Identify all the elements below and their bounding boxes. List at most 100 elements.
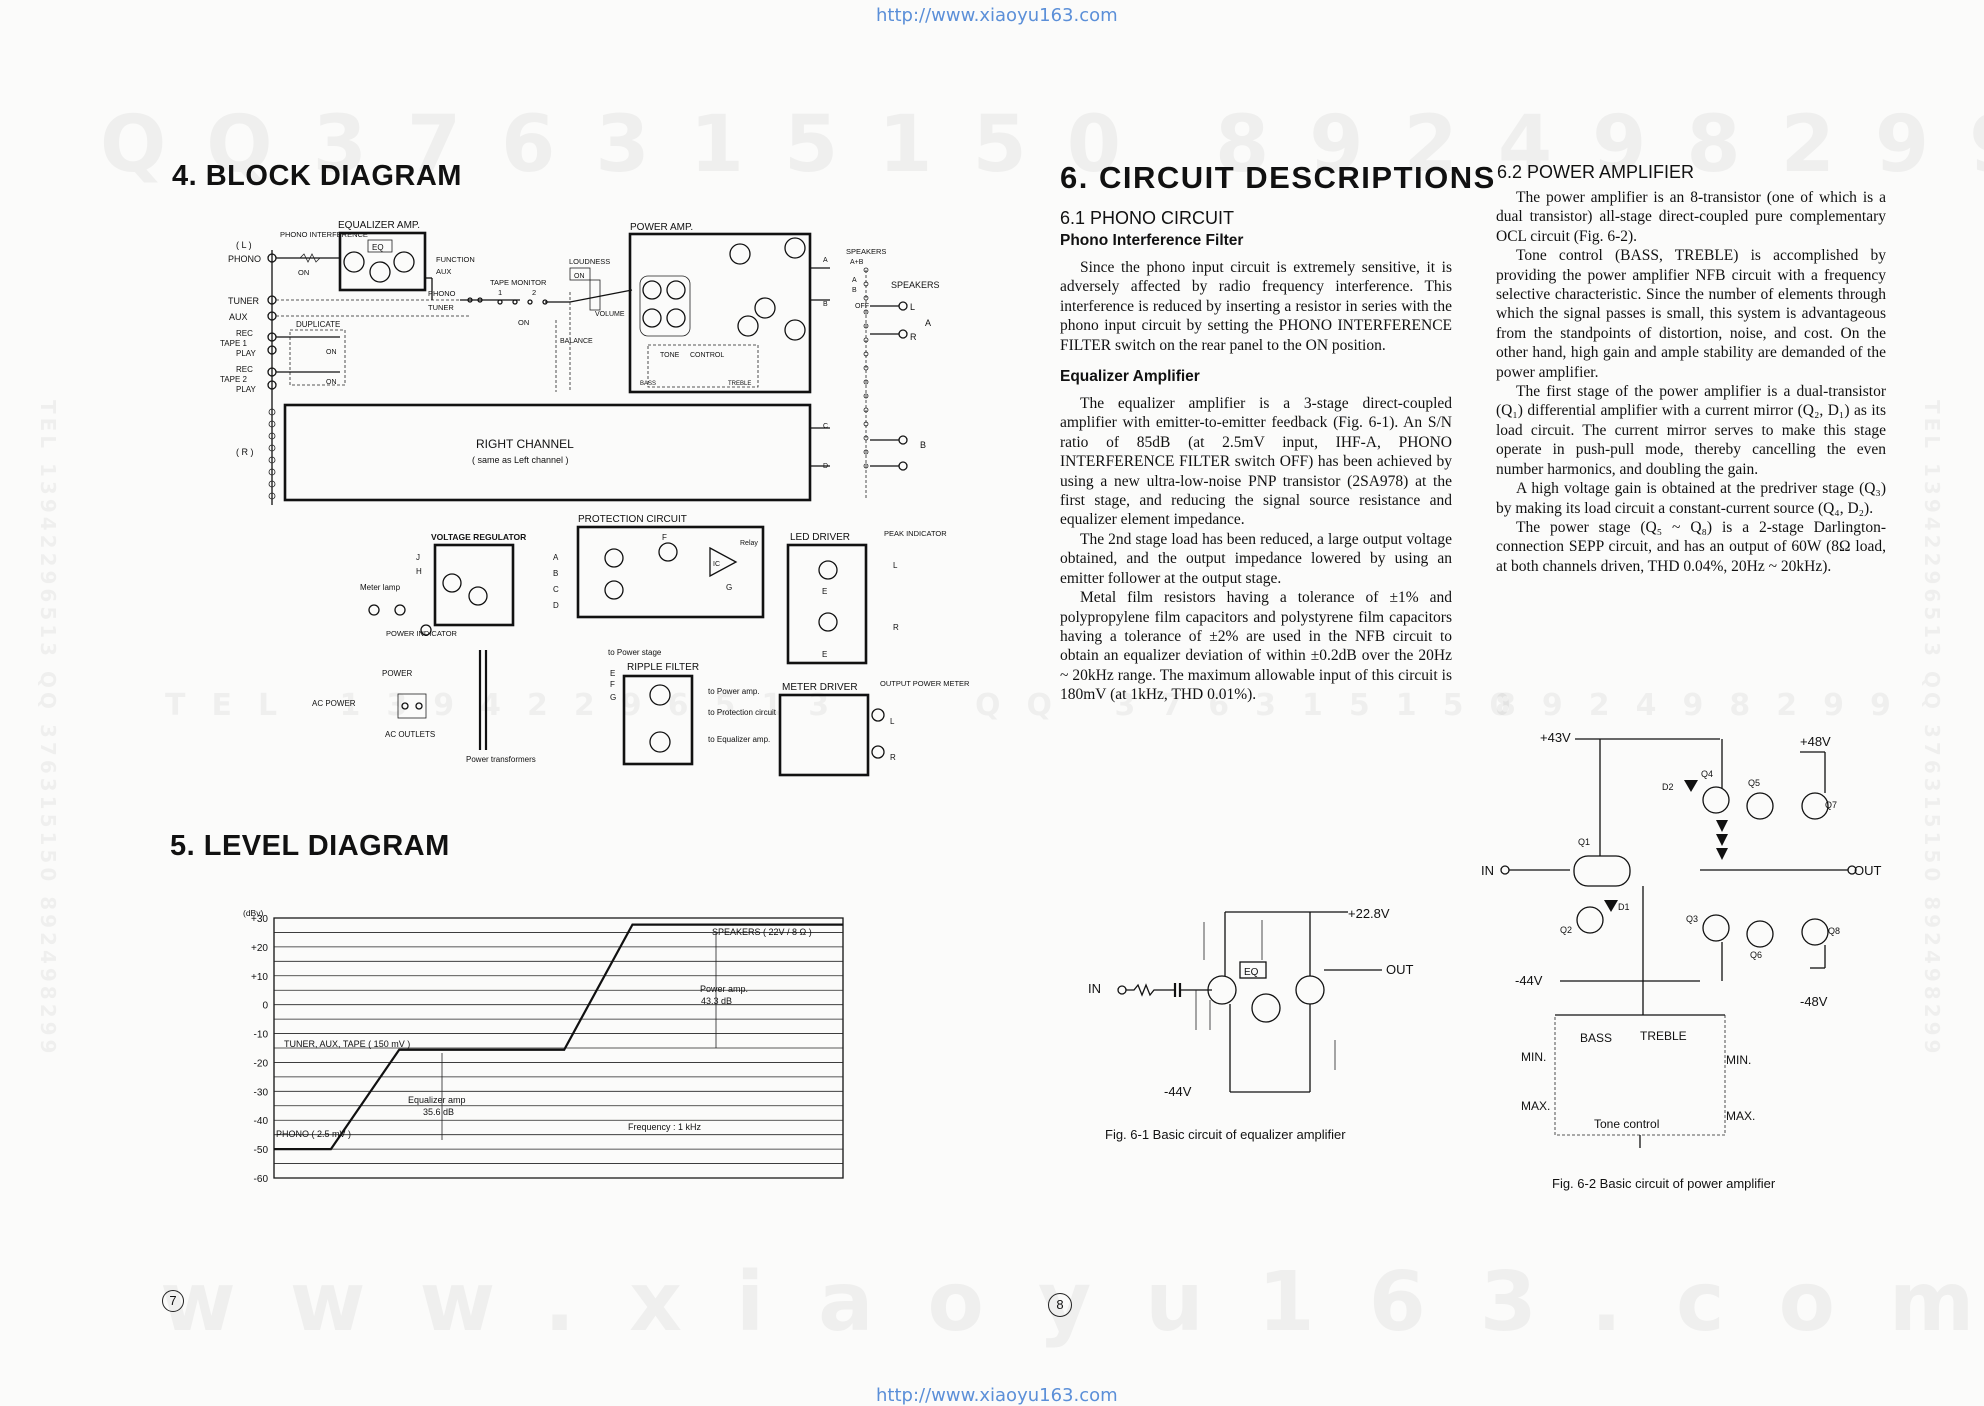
fig2-in: IN xyxy=(1481,863,1494,878)
label-g: G xyxy=(610,693,616,702)
label-f2: F xyxy=(610,680,615,689)
label-led-driver: LED DRIVER xyxy=(790,532,850,543)
label-ml: L xyxy=(890,717,895,726)
annotation-power-amp: Power amp. xyxy=(700,984,748,994)
header-url[interactable]: http://www.xiaoyu163.com xyxy=(876,5,1118,26)
label-pa: A xyxy=(553,553,559,562)
label-tuner: TUNER xyxy=(228,296,259,306)
level-series-line xyxy=(274,923,843,1151)
fig2-max2: MAX. xyxy=(1726,1109,1755,1123)
label-lr: R xyxy=(893,623,899,632)
paragraph-6-1-2: The equalizer amplifier is a 3-stage dir… xyxy=(1060,395,1452,529)
paragraph-6-1-4: Metal film resistors having a tolerance … xyxy=(1060,589,1452,704)
label-tape2: TAPE 2 xyxy=(220,375,248,384)
section-6-2: The power amplifier is an 8-transistor (… xyxy=(1496,188,1886,576)
label-on-5: ON xyxy=(574,273,585,280)
label-on-2: ON xyxy=(326,349,337,356)
level-y-tick: -60 xyxy=(254,1174,269,1185)
paragraph-6-2-3: The first stage of the power amplifier i… xyxy=(1496,383,1886,478)
fig2-bass: BASS xyxy=(1580,1031,1612,1045)
label-to-power-amp: to Power amp. xyxy=(708,687,760,696)
label-j: J xyxy=(416,553,420,562)
label-same-as-left: ( same as Left channel ) xyxy=(472,455,569,465)
fig2-q8: Q8 xyxy=(1828,926,1840,936)
label-c: C xyxy=(823,423,828,430)
watermark-side-right: TEL 13942296513 QQ 376315150 892498299 xyxy=(1920,400,1944,1057)
label-spk-r: R xyxy=(910,332,917,342)
label-ab: A+B xyxy=(850,259,864,266)
annotation-tuner-aux-tape: TUNER, AUX, TAPE ( 150 mV ) xyxy=(284,1039,410,1049)
fig1-out: OUT xyxy=(1386,962,1414,977)
fig2-max1: MAX. xyxy=(1521,1099,1550,1113)
fig2-vm48: -48V xyxy=(1800,994,1828,1009)
fig2-q2: Q2 xyxy=(1560,925,1572,935)
annotation-phono: PHONO ( 2.5 mV ) xyxy=(276,1129,351,1139)
label-spk-b: B xyxy=(920,440,926,450)
voltage-regulator-block xyxy=(433,543,515,627)
page-number-left: 7 xyxy=(162,1290,184,1312)
watermark-top-left: QQ376315150 xyxy=(100,100,1161,190)
paragraph-6-2-4: A high voltage gain is obtained at the p… xyxy=(1496,480,1886,517)
fig1-vpos: +22.8V xyxy=(1348,906,1390,921)
label-ic: IC xyxy=(713,561,720,568)
label-r: ( R ) xyxy=(236,447,254,457)
label-tone: TONE xyxy=(660,352,680,359)
block-diagram-title: 4. BLOCK DIAGRAM xyxy=(172,160,462,192)
label-ac-power: AC POWER xyxy=(312,699,356,708)
label-mr: R xyxy=(890,753,896,762)
label-to-power-stage: to Power stage xyxy=(608,648,662,657)
label-speakers: SPEAKERS xyxy=(891,280,940,290)
page-number-center: 8 xyxy=(1048,1293,1072,1317)
label-to-equalizer: to Equalizer amp. xyxy=(708,735,770,744)
label-b-small: B xyxy=(852,287,857,294)
label-pc: C xyxy=(553,585,559,594)
fig2-q3: Q3 xyxy=(1686,914,1698,924)
label-a-small: A xyxy=(852,277,857,284)
label-tuner-sw: TUNER xyxy=(428,303,454,312)
level-y-tick: 0 xyxy=(262,1001,268,1012)
level-y-tick: -40 xyxy=(254,1116,269,1127)
label-tape-monitor: TAPE MONITOR xyxy=(490,278,547,287)
label-ll: L xyxy=(893,561,898,570)
label-aux-sw: AUX xyxy=(436,267,451,276)
watermark-mid-left: TEL 13942296513 xyxy=(165,688,855,723)
label-equalizer-amp: EQUALIZER AMP. xyxy=(338,220,420,231)
label-b-out: B xyxy=(823,301,828,308)
label-tape1-rec: REC xyxy=(236,329,253,338)
fig2-q4: Q4 xyxy=(1701,769,1713,779)
fig-6-2-caption: Fig. 6-2 Basic circuit of power amplifie… xyxy=(1552,1176,1776,1191)
fig2-min1: MIN. xyxy=(1521,1050,1546,1064)
label-tm2: 2 xyxy=(532,288,536,297)
ripple-filter-block xyxy=(622,674,694,766)
level-ylabel: (dBv) xyxy=(243,908,263,918)
annotation-equalizer-amp-gain: 35.6 dB xyxy=(423,1107,454,1117)
footer-url[interactable]: http://www.xiaoyu163.com xyxy=(876,1385,1118,1406)
label-voltage-regulator: VOLTAGE REGULATOR xyxy=(431,532,526,542)
fig2-out: OUT xyxy=(1854,863,1882,878)
label-l: ( L ) xyxy=(236,240,252,250)
watermark-top-right: 892498299 xyxy=(1215,100,1984,190)
label-spk-a: A xyxy=(925,318,931,328)
circuit-descriptions-title: 6. CIRCUIT DESCRIPTIONS xyxy=(1060,160,1496,195)
watermark-mid-center: QQ 376315150 xyxy=(975,688,1536,723)
label-tape2-rec: REC xyxy=(236,365,253,374)
section-6-1: Phono Interference Filter Since the phon… xyxy=(1060,232,1452,705)
label-tm1: 1 xyxy=(498,288,502,297)
label-control: CONTROL xyxy=(690,352,724,359)
label-on-1: ON xyxy=(298,268,309,277)
level-y-tick: +30 xyxy=(251,914,268,925)
label-peak-indicator: PEAK INDICATOR xyxy=(884,529,947,538)
protection-circuit-block xyxy=(576,525,765,619)
label-power-transformers: Power transformers xyxy=(466,755,536,764)
fig2-tone-control: Tone control xyxy=(1594,1117,1659,1131)
label-bass: BASS xyxy=(640,381,656,387)
label-tape2-play: PLAY xyxy=(236,385,257,394)
label-duplicate: DUPLICATE xyxy=(296,320,340,329)
label-loudness: LOUDNESS xyxy=(569,257,610,266)
label-pd: D xyxy=(553,601,559,610)
label-meter-lamp: Meter lamp xyxy=(360,583,401,592)
paragraph-6-1-1: Since the phono input circuit is extreme… xyxy=(1060,259,1452,354)
label-phono: PHONO xyxy=(228,254,261,264)
